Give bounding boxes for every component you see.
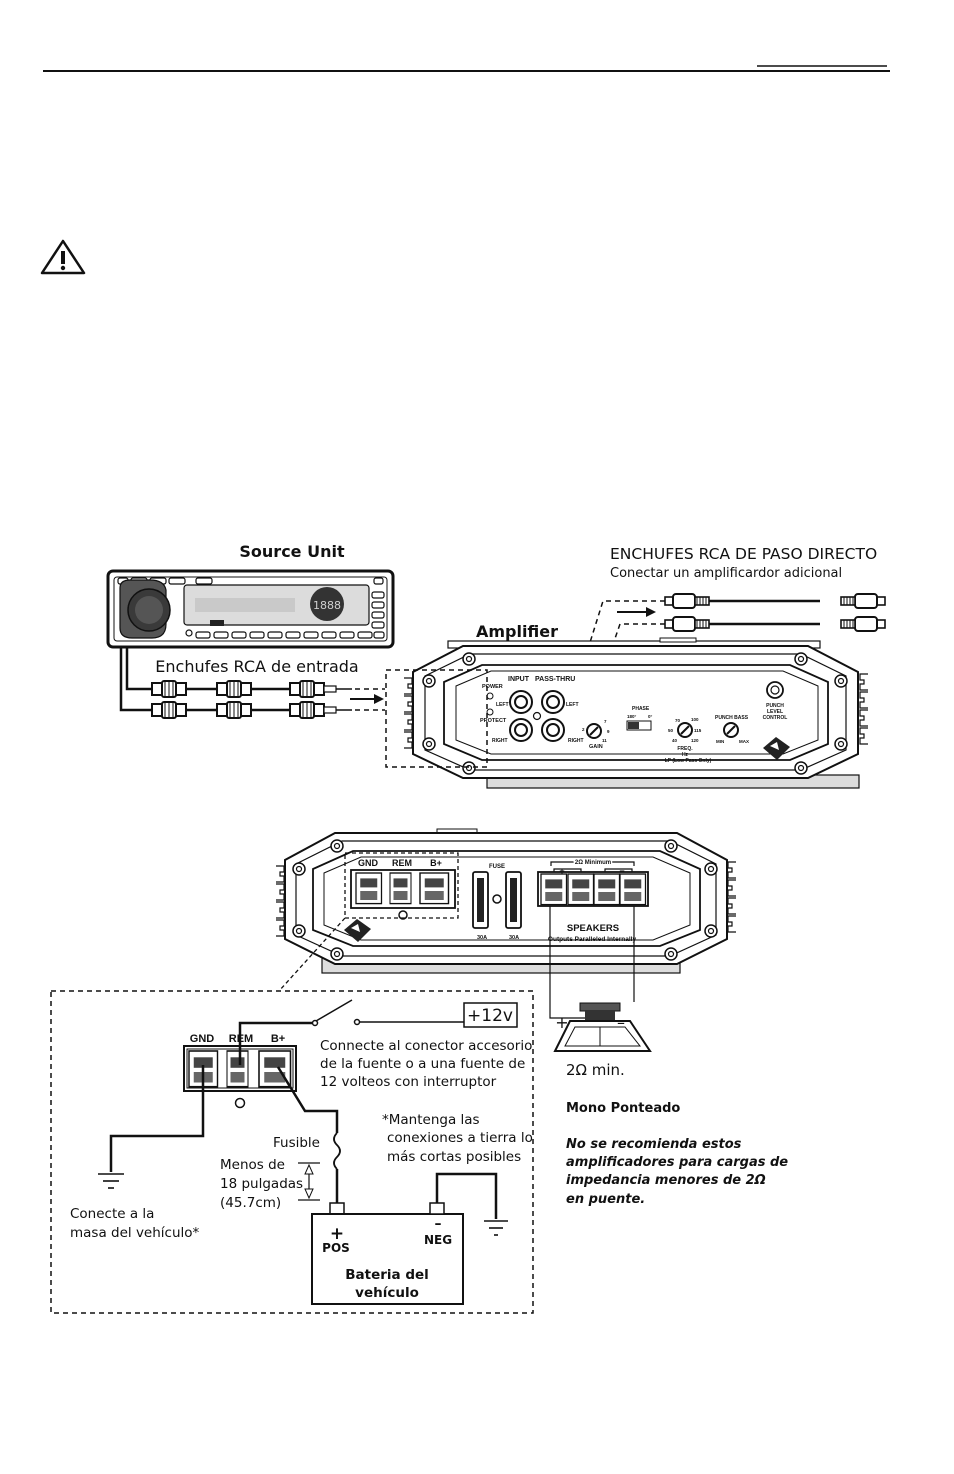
phase-0-label: 0° bbox=[648, 714, 653, 719]
detail-gnd-label: GND bbox=[190, 1033, 215, 1045]
chassis-note-1: Conecte a la bbox=[70, 1206, 154, 1222]
gain-label: GAIN bbox=[589, 744, 603, 750]
fuse-detail-label: Fusible bbox=[273, 1135, 320, 1151]
speaker bbox=[549, 906, 652, 1052]
punch-min-label: MIN bbox=[716, 739, 724, 744]
amplifier-title: Amplifier bbox=[476, 622, 558, 641]
pass-right-label: RIGHT bbox=[568, 738, 584, 744]
warning-line-4: en puente. bbox=[566, 1192, 645, 1207]
pos-label: POS bbox=[322, 1241, 350, 1255]
freq-tick-40: 40 bbox=[672, 738, 678, 743]
vehicle-battery bbox=[311, 1172, 508, 1305]
warning-line-1: No se recomienda estos bbox=[566, 1137, 742, 1152]
phase-180-label: 180° bbox=[627, 714, 637, 719]
wiring-detail-box bbox=[50, 990, 534, 1314]
plc-label-3: CONTROL bbox=[763, 715, 788, 721]
pass-thru-label: PASS-THRU bbox=[535, 676, 575, 683]
brand-logo-icon bbox=[344, 919, 371, 942]
punch-max-label: MAX bbox=[739, 739, 749, 744]
fuse-rating-1: 30A bbox=[477, 935, 487, 941]
input-left-label: LEFT bbox=[496, 702, 509, 708]
plc-label-2: LEVEL bbox=[767, 709, 783, 715]
ground-wire bbox=[98, 1065, 205, 1189]
distance-note-3: (45.7cm) bbox=[220, 1195, 281, 1211]
ground-note-1: *Mantenga las bbox=[382, 1112, 480, 1128]
chassis-note-2: masa del vehículo* bbox=[70, 1225, 200, 1241]
rear-plus-label: + bbox=[559, 866, 564, 876]
rear-minus-label: − bbox=[619, 866, 624, 876]
input-callout-box bbox=[385, 669, 488, 768]
display-digits: 1888 bbox=[313, 599, 341, 612]
distance-note-1: Menos de bbox=[220, 1157, 285, 1173]
remote-wire bbox=[238, 999, 518, 1065]
gain-tick-2: 2 bbox=[582, 727, 585, 732]
detail-bplus-label: B+ bbox=[271, 1033, 285, 1045]
min-impedance-label: 2Ω Minimum bbox=[575, 860, 611, 866]
rear-bplus-label: B+ bbox=[430, 858, 442, 868]
plus-12v-label: +12v bbox=[467, 1006, 513, 1026]
amplifier-front bbox=[403, 637, 869, 789]
rear-gnd-label: GND bbox=[358, 858, 379, 868]
freq-tick-70: 70 bbox=[675, 718, 681, 723]
power-callout-box bbox=[344, 852, 459, 919]
input-label: INPUT bbox=[508, 676, 530, 683]
ground-note-3: más cortas posibles bbox=[387, 1149, 521, 1165]
source-rca-cables bbox=[119, 648, 385, 719]
battery-positive-wire bbox=[276, 1066, 345, 1215]
speaker-minus: – bbox=[617, 1013, 625, 1032]
phase-label: PHASE bbox=[632, 706, 650, 712]
bridged-mode-label: Mono Ponteado bbox=[566, 1101, 680, 1116]
punch-bass-label: PUNCH BASS bbox=[715, 715, 749, 721]
ground-note-2: conexiones a tierra lo bbox=[387, 1130, 533, 1146]
power-label: POWER bbox=[482, 684, 503, 690]
freq-hz-label: Hz bbox=[682, 752, 689, 758]
plc-label-1: PUNCH bbox=[766, 703, 784, 709]
freq-tick-100: 100 bbox=[691, 717, 699, 722]
speaker-impedance: 2Ω min. bbox=[566, 1061, 625, 1079]
pos-symbol: + bbox=[330, 1224, 344, 1244]
warning-line-3: impedancia menores de 2Ω bbox=[566, 1173, 766, 1188]
fuse-label: FUSE bbox=[489, 864, 505, 870]
freq-tick-120: 120 bbox=[691, 738, 699, 743]
gain-tick-11: 11 bbox=[602, 738, 607, 743]
freq-tick-115: 115 bbox=[694, 728, 702, 733]
gain-tick-7: 7 bbox=[604, 719, 607, 724]
accessory-note-3: 12 volteos con interruptor bbox=[320, 1074, 497, 1090]
brand-logo-icon bbox=[763, 737, 790, 760]
battery-label-2: vehículo bbox=[355, 1285, 419, 1301]
distance-marker bbox=[298, 1162, 320, 1201]
warning-line-2: amplificadores para cargas de bbox=[566, 1155, 788, 1170]
source-unit: 1888 bbox=[106, 569, 395, 649]
speaker-plus: + bbox=[555, 1013, 568, 1032]
pass-thru-title: ENCHUFES RCA DE PASO DIRECTO bbox=[610, 545, 877, 563]
outputs-note: Outputs Paralleled Internally bbox=[548, 936, 637, 943]
source-unit-title: Source Unit bbox=[239, 542, 345, 561]
rear-rem-label: REM bbox=[392, 858, 412, 868]
low-pass-label: LP (Low Pass Only) bbox=[665, 758, 712, 764]
accessory-note-1: Connecte al conector accesorio bbox=[320, 1038, 532, 1054]
input-right-label: RIGHT bbox=[492, 738, 508, 744]
pass-left-label: LEFT bbox=[566, 702, 579, 708]
pass-thru-subtitle: Conectar un amplificardor adicional bbox=[610, 566, 842, 581]
distance-note-2: 18 pulgadas bbox=[220, 1176, 303, 1192]
freq-label: FREQ. bbox=[677, 746, 693, 752]
freq-tick-50: 50 bbox=[668, 728, 674, 733]
gain-tick-9: 9 bbox=[607, 729, 610, 734]
fuse-rating-2: 30A bbox=[509, 935, 519, 941]
neg-label: NEG bbox=[424, 1233, 452, 1247]
amplifier-rear bbox=[275, 828, 737, 974]
warning-triangle-icon bbox=[40, 239, 86, 275]
neg-symbol: – bbox=[435, 1216, 442, 1232]
input-jacks-label: Enchufes RCA de entrada bbox=[155, 657, 358, 676]
accessory-note-2: de la fuente o a una fuente de bbox=[320, 1056, 525, 1072]
speakers-label: SPEAKERS bbox=[567, 923, 619, 934]
protect-label: PROTECT bbox=[480, 718, 507, 724]
battery-label-1: Bateria del bbox=[345, 1267, 429, 1283]
